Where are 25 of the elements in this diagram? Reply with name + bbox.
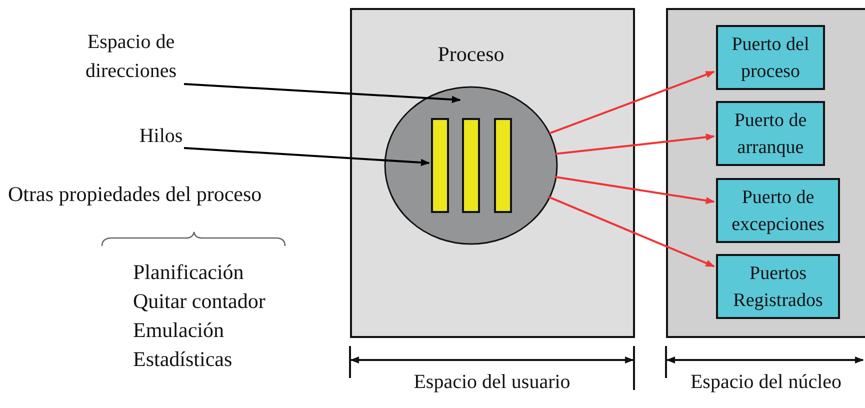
thread-bar <box>462 118 480 213</box>
thread-bar <box>431 118 449 213</box>
port-box: Puerto de arranque <box>716 101 825 166</box>
callout-text: Hilos <box>130 122 192 150</box>
port-box: Puerto del proceso <box>716 25 825 90</box>
thread-bar <box>494 118 512 213</box>
space-label: Espacio del núcleo <box>689 370 843 394</box>
arrow <box>554 176 715 204</box>
process-title: Proceso <box>436 42 506 66</box>
list-item: Planificación <box>133 260 244 284</box>
arrow <box>184 147 430 166</box>
list-item: Estadísticas <box>133 347 232 371</box>
space-label: Espacio del usuario <box>412 370 572 394</box>
port-box: Puerto de excepciones <box>716 178 840 243</box>
arrow <box>555 134 715 155</box>
arrow <box>184 83 461 104</box>
arrow <box>549 70 715 134</box>
callout-text: Espacio de direcciones <box>70 28 192 86</box>
user-space-panel <box>350 8 635 338</box>
kernel-space-panel <box>666 8 865 338</box>
list-item: Quitar contador <box>133 289 266 313</box>
list-item: Emulación <box>133 318 224 342</box>
port-box: Puertos Registrados <box>716 254 840 319</box>
arrow <box>548 196 715 268</box>
heading-text: Otras propiedades del proceso <box>8 182 262 206</box>
